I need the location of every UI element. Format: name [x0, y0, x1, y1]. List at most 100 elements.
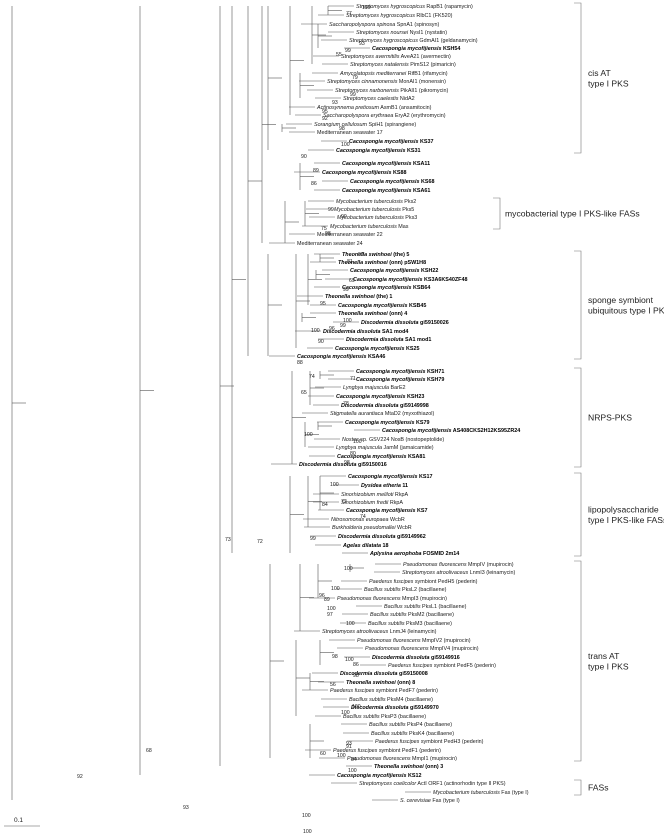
leaf-species: Cacospongia mycofijiensis: [335, 346, 405, 352]
leaf-strain: symbiont PedH3 (pederin): [419, 739, 483, 745]
leaf-species: Streptomyces narbonensis: [335, 88, 399, 94]
leaf-species: Saccharopolyspora erythraea: [323, 113, 393, 119]
bootstrap-value: 84: [322, 502, 328, 508]
leaf-species: Cacospongia mycofijiensis: [346, 508, 416, 514]
leaf-species: Cacospongia mycofijiensis: [356, 369, 426, 375]
bootstrap-value: 100: [345, 657, 354, 663]
leaf-species: Cacospongia mycofijiensis: [342, 188, 412, 194]
leaf-strain: EryA2 (erythromycin): [393, 113, 445, 119]
leaf-strain: symbiont PedF1 (pederin): [377, 748, 441, 754]
leaf-strain: PksM2 (bacillaene): [407, 612, 455, 618]
leaf-species: Paederus fuscipes: [330, 688, 375, 694]
bootstrap-value: 100: [362, 5, 371, 11]
bootstrap-value: 99: [341, 214, 347, 220]
leaf-strain: KSH71: [426, 369, 445, 375]
leaf-species: Amycolatopsis mediterranei: [339, 71, 407, 77]
bootstrap-value: 86: [353, 662, 359, 668]
leaf-label: Discodermia dissoluta gi59150008: [340, 671, 428, 677]
bootstrap-value: 90: [318, 339, 324, 345]
leaf-label: Cacospongia mycofijiensis KS68: [350, 179, 434, 185]
leaf-strain: AS408CKS2H12KS95ZR24: [452, 428, 521, 434]
leaf-strain: Mediterranean seawater 24: [297, 241, 363, 247]
bootstrap-value: 80: [350, 451, 356, 457]
bootstrap-value: 100: [327, 606, 336, 612]
leaf-species: Theonella swinhoei: [338, 311, 388, 317]
bootstrap-value: 93: [332, 100, 338, 106]
bootstrap-value: 77: [346, 11, 352, 17]
leaf-strain: 11: [401, 483, 408, 489]
leaf-label: Theonella swinhoei (the) 5: [342, 252, 409, 258]
bootstrap-value: 100: [352, 704, 361, 710]
leaf-strain: MmpIV (mupirocin): [467, 562, 514, 568]
group-bracket: [574, 250, 582, 360]
leaf-species: Actinosynnema pretiosum: [316, 105, 380, 111]
leaf-strain: PimS12 (pimaricin): [409, 62, 456, 68]
leaf-strain: RapB1 (rapamycin): [425, 4, 473, 10]
leaf-strain: sp. GSV224 NosB (nostopeptolide): [359, 437, 445, 443]
leaf-strain: KSA81: [407, 454, 426, 460]
leaf-label: Streptomyces noursei NysI1 (nystatin): [356, 30, 447, 36]
leaf-label: Paederus fuscipes symbiont PedH5 (pederi…: [369, 579, 478, 585]
bootstrap-value: 95: [322, 109, 328, 115]
leaf-species: Streptomyces hygroscopicus: [349, 38, 418, 44]
leaf-label: Pseudomonas fluorescens MmpI3 (mupirocin…: [337, 596, 447, 602]
leaf-species: Bacillus subtilis: [384, 604, 421, 610]
leaf-label: Cacospongia mycofijiensis KSH71: [356, 369, 444, 375]
leaf-label: Cacospongia mycofijiensis KSH23: [336, 394, 424, 400]
bootstrap-value: 100: [353, 439, 362, 445]
bootstrap-value: 99: [358, 252, 364, 258]
bootstrap-value: 98: [339, 126, 345, 132]
leaf-species: Theonella swinhoei: [338, 260, 388, 266]
leaf-label: Cacospongia mycofijiensis AS408CKS2H12KS…: [382, 428, 520, 434]
leaf-species: Cacospongia mycofijiensis: [350, 268, 420, 274]
leaf-strain: WcbR: [389, 517, 405, 523]
group-label: FASs: [588, 783, 609, 793]
leaf-strain: KS37: [419, 139, 434, 145]
leaf-strain: PksL1 (bacillaene): [421, 604, 467, 610]
leaf-strain: JamM (jamaicamide): [382, 445, 434, 451]
leaf-strain: MonAI1 (monensin): [397, 79, 446, 85]
leaf-label: Streptomyces avermitilis AveA21 (avermec…: [341, 54, 451, 60]
leaf-species: Cacospongia mycofijiensis: [337, 773, 407, 779]
leaf-label: Cacospongia mycofijiensis KSH22: [350, 268, 438, 274]
bootstrap-value: 98: [353, 673, 359, 679]
leaf-species: Discodermia dissoluta: [299, 462, 357, 468]
leaf-label: Streptomyces natalensis PimS12 (pimarici…: [350, 62, 456, 68]
leaf-label: Cacospongia mycofijiensis KSA81: [337, 454, 425, 460]
bootstrap-value: 100: [344, 566, 353, 572]
leaf-strain: MmpIV2 (mupirocin): [421, 638, 471, 644]
leaf-strain: KSA11: [412, 161, 431, 167]
leaf-label: Cacospongia mycofijiensis KSA61: [342, 188, 430, 194]
leaf-species: Pseudomonas fluorescens: [347, 756, 411, 762]
bootstrap-value: 91: [346, 744, 352, 750]
leaf-strain: SA1 mod1: [404, 337, 432, 343]
leaf-strain: RifB1 (rifamycin): [406, 71, 448, 77]
group-bracket: [574, 779, 582, 796]
leaf-species: Streptomyces cinnamonensis: [327, 79, 398, 85]
leaf-strain: KSB45: [408, 303, 427, 309]
leaf-label: Cacospongia mycofijiensis KS25: [335, 346, 419, 352]
leaf-species: Streptomyces coelicolor: [359, 781, 416, 787]
leaf-label: Bacillus subtilis PksM4 (bacillaene): [349, 697, 433, 703]
leaf-strain: KSH23: [406, 394, 425, 400]
leaf-species: Bacillus subtilis: [368, 621, 405, 627]
leaf-label: Bacillus subtilis PksM3 (bacillaene): [368, 621, 452, 627]
leaf-species: Paederus fuscipes: [375, 739, 420, 745]
group-label: NRPS-PKS: [588, 413, 632, 423]
leaf-label: Nostoc sp. GSV224 NosB (nostopeptolide): [342, 437, 444, 443]
leaf-species: Cacospongia mycofijiensis: [336, 394, 406, 400]
bootstrap-labels: 1007793995579999395929810090898699997598…: [77, 5, 371, 835]
leaf-strain: PksK4 (bacillaene): [408, 731, 455, 737]
leaf-label: Pseudomonas fluorescens MmpIV2 (mupiroci…: [357, 638, 471, 644]
bootstrap-value: 100: [311, 328, 320, 334]
leaf-label: Cacospongia mycofijiensis KS12: [337, 773, 421, 779]
leaf-species: Cacospongia mycofijiensis: [350, 179, 420, 185]
group-bracket: [493, 197, 501, 230]
leaf-strain: KSH54: [442, 46, 461, 52]
leaf-strain: AsmB1 (ansamitocin): [379, 105, 432, 111]
leaf-species: Mycobacterium tuberculosis: [433, 790, 500, 796]
group-label-line: type I PKS: [588, 662, 629, 672]
leaf-strain: KS3A6KS40ZF48: [423, 277, 468, 283]
leaf-species: Cacospongia mycofijiensis: [297, 354, 367, 360]
